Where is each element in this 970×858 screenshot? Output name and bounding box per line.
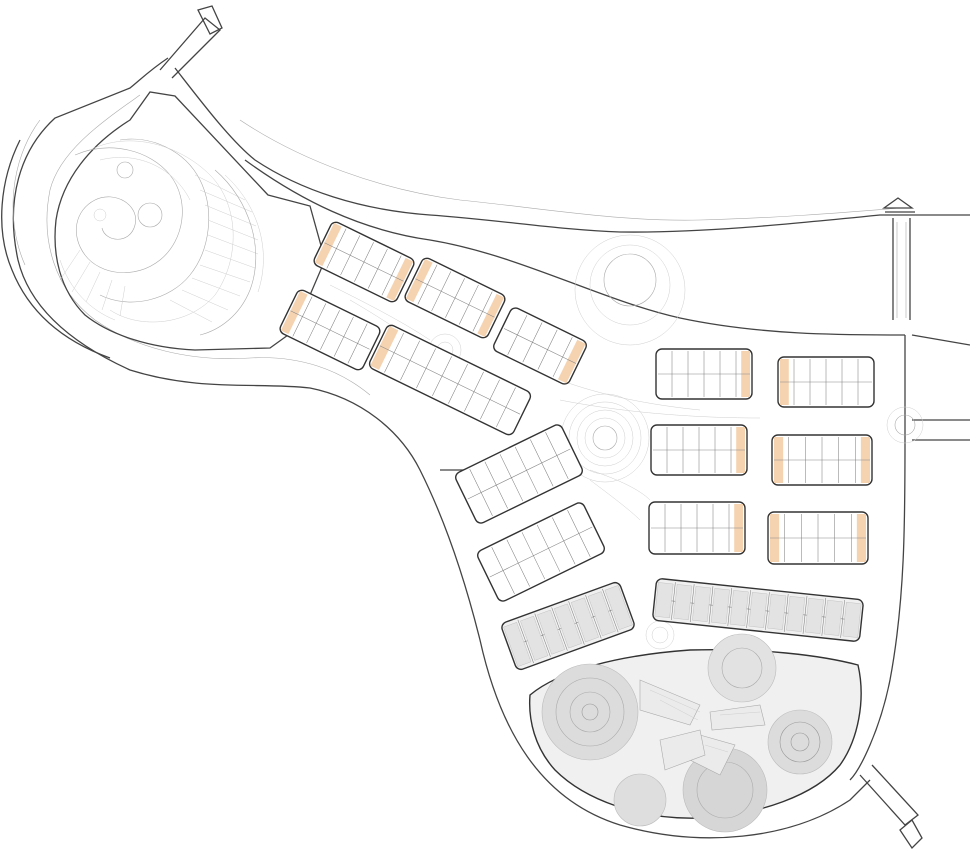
unit-divider <box>469 468 493 516</box>
unit-divider <box>496 387 516 428</box>
unit-divider <box>480 379 500 420</box>
unit-divider <box>522 322 543 363</box>
unit-divider <box>602 588 619 633</box>
unit-divider <box>464 371 484 412</box>
unit-divider <box>499 454 524 502</box>
block-divider <box>489 526 593 578</box>
unit-divider <box>448 364 468 404</box>
unit-divider <box>530 439 554 487</box>
unit-divider <box>400 340 420 381</box>
unit-divider <box>491 546 515 594</box>
unit-roof <box>692 586 711 622</box>
unit-divider <box>506 539 530 587</box>
unit-roof <box>520 615 549 661</box>
unit-divider <box>367 248 388 289</box>
building-block <box>279 289 381 371</box>
unit-divider <box>320 310 340 350</box>
block-divider <box>503 328 577 364</box>
unit-roof <box>767 594 787 630</box>
unit-divider <box>534 613 551 657</box>
unit-divider <box>354 242 374 282</box>
unit-roof <box>537 609 566 655</box>
building-block <box>455 424 583 524</box>
unit-divider <box>432 356 452 396</box>
unit-divider <box>521 532 546 580</box>
unit-divider <box>306 303 327 344</box>
building-block <box>655 348 753 400</box>
building-block <box>404 257 506 339</box>
unit-divider <box>567 510 591 558</box>
unit-divider <box>585 595 602 639</box>
building-blocks <box>279 221 875 671</box>
unit-roof <box>748 592 768 628</box>
unit-divider <box>536 524 561 572</box>
block-divider <box>467 448 571 500</box>
unit-divider <box>840 599 845 638</box>
unit-divider <box>552 337 573 377</box>
unit-divider <box>431 271 452 312</box>
unit-divider <box>568 601 585 645</box>
unit-divider <box>727 588 733 626</box>
unit-divider <box>746 590 751 628</box>
unit-roof <box>786 596 806 632</box>
unit-divider <box>340 235 361 276</box>
unit-roof <box>805 598 824 634</box>
unit-divider <box>333 316 354 357</box>
building-block <box>777 356 875 408</box>
building-block <box>493 307 587 385</box>
building-block <box>767 511 869 565</box>
unit-divider <box>484 461 508 509</box>
building-block <box>313 221 415 303</box>
building-block <box>477 502 605 602</box>
unit-roof <box>654 582 674 619</box>
unit-divider <box>671 582 676 621</box>
unit-divider <box>458 284 479 325</box>
unit-roof <box>842 601 862 638</box>
building-block <box>650 424 748 476</box>
unit-divider <box>821 597 827 636</box>
unit-divider <box>514 446 539 494</box>
unit-divider <box>802 596 808 634</box>
unit-divider <box>689 584 695 623</box>
unit-roof <box>823 600 843 636</box>
unit-divider <box>765 592 770 630</box>
unit-divider <box>552 517 576 565</box>
unit-divider <box>545 432 569 480</box>
unit-divider <box>417 264 438 305</box>
unit-divider <box>472 291 493 332</box>
unit-divider <box>416 348 436 389</box>
unit-divider <box>517 619 534 664</box>
unit-roof <box>503 622 532 667</box>
unit-divider <box>292 296 313 337</box>
building-block <box>771 434 873 486</box>
unit-divider <box>783 594 789 632</box>
building-block <box>368 324 532 436</box>
recreation-park <box>528 633 862 833</box>
spiral-garden <box>59 138 264 336</box>
unit-roof <box>710 588 730 624</box>
top-roundabout <box>574 234 686 346</box>
unit-roof <box>587 591 616 637</box>
unit-roof <box>553 603 583 649</box>
unit-divider <box>381 255 402 296</box>
unit-divider <box>445 278 465 318</box>
building-block <box>652 578 864 642</box>
unit-divider <box>537 329 558 370</box>
unit-divider <box>551 607 568 651</box>
unit-divider <box>507 315 528 355</box>
unit-roof <box>729 590 749 626</box>
building-block <box>501 581 635 671</box>
unit-roof <box>673 584 693 620</box>
unit-divider <box>384 332 404 373</box>
unit-roof <box>604 585 633 630</box>
block-divider <box>379 345 521 415</box>
unit-divider <box>708 586 714 624</box>
unit-roof <box>570 597 599 643</box>
building-block <box>648 501 746 555</box>
unit-divider <box>326 228 347 269</box>
unit-divider <box>347 323 368 364</box>
